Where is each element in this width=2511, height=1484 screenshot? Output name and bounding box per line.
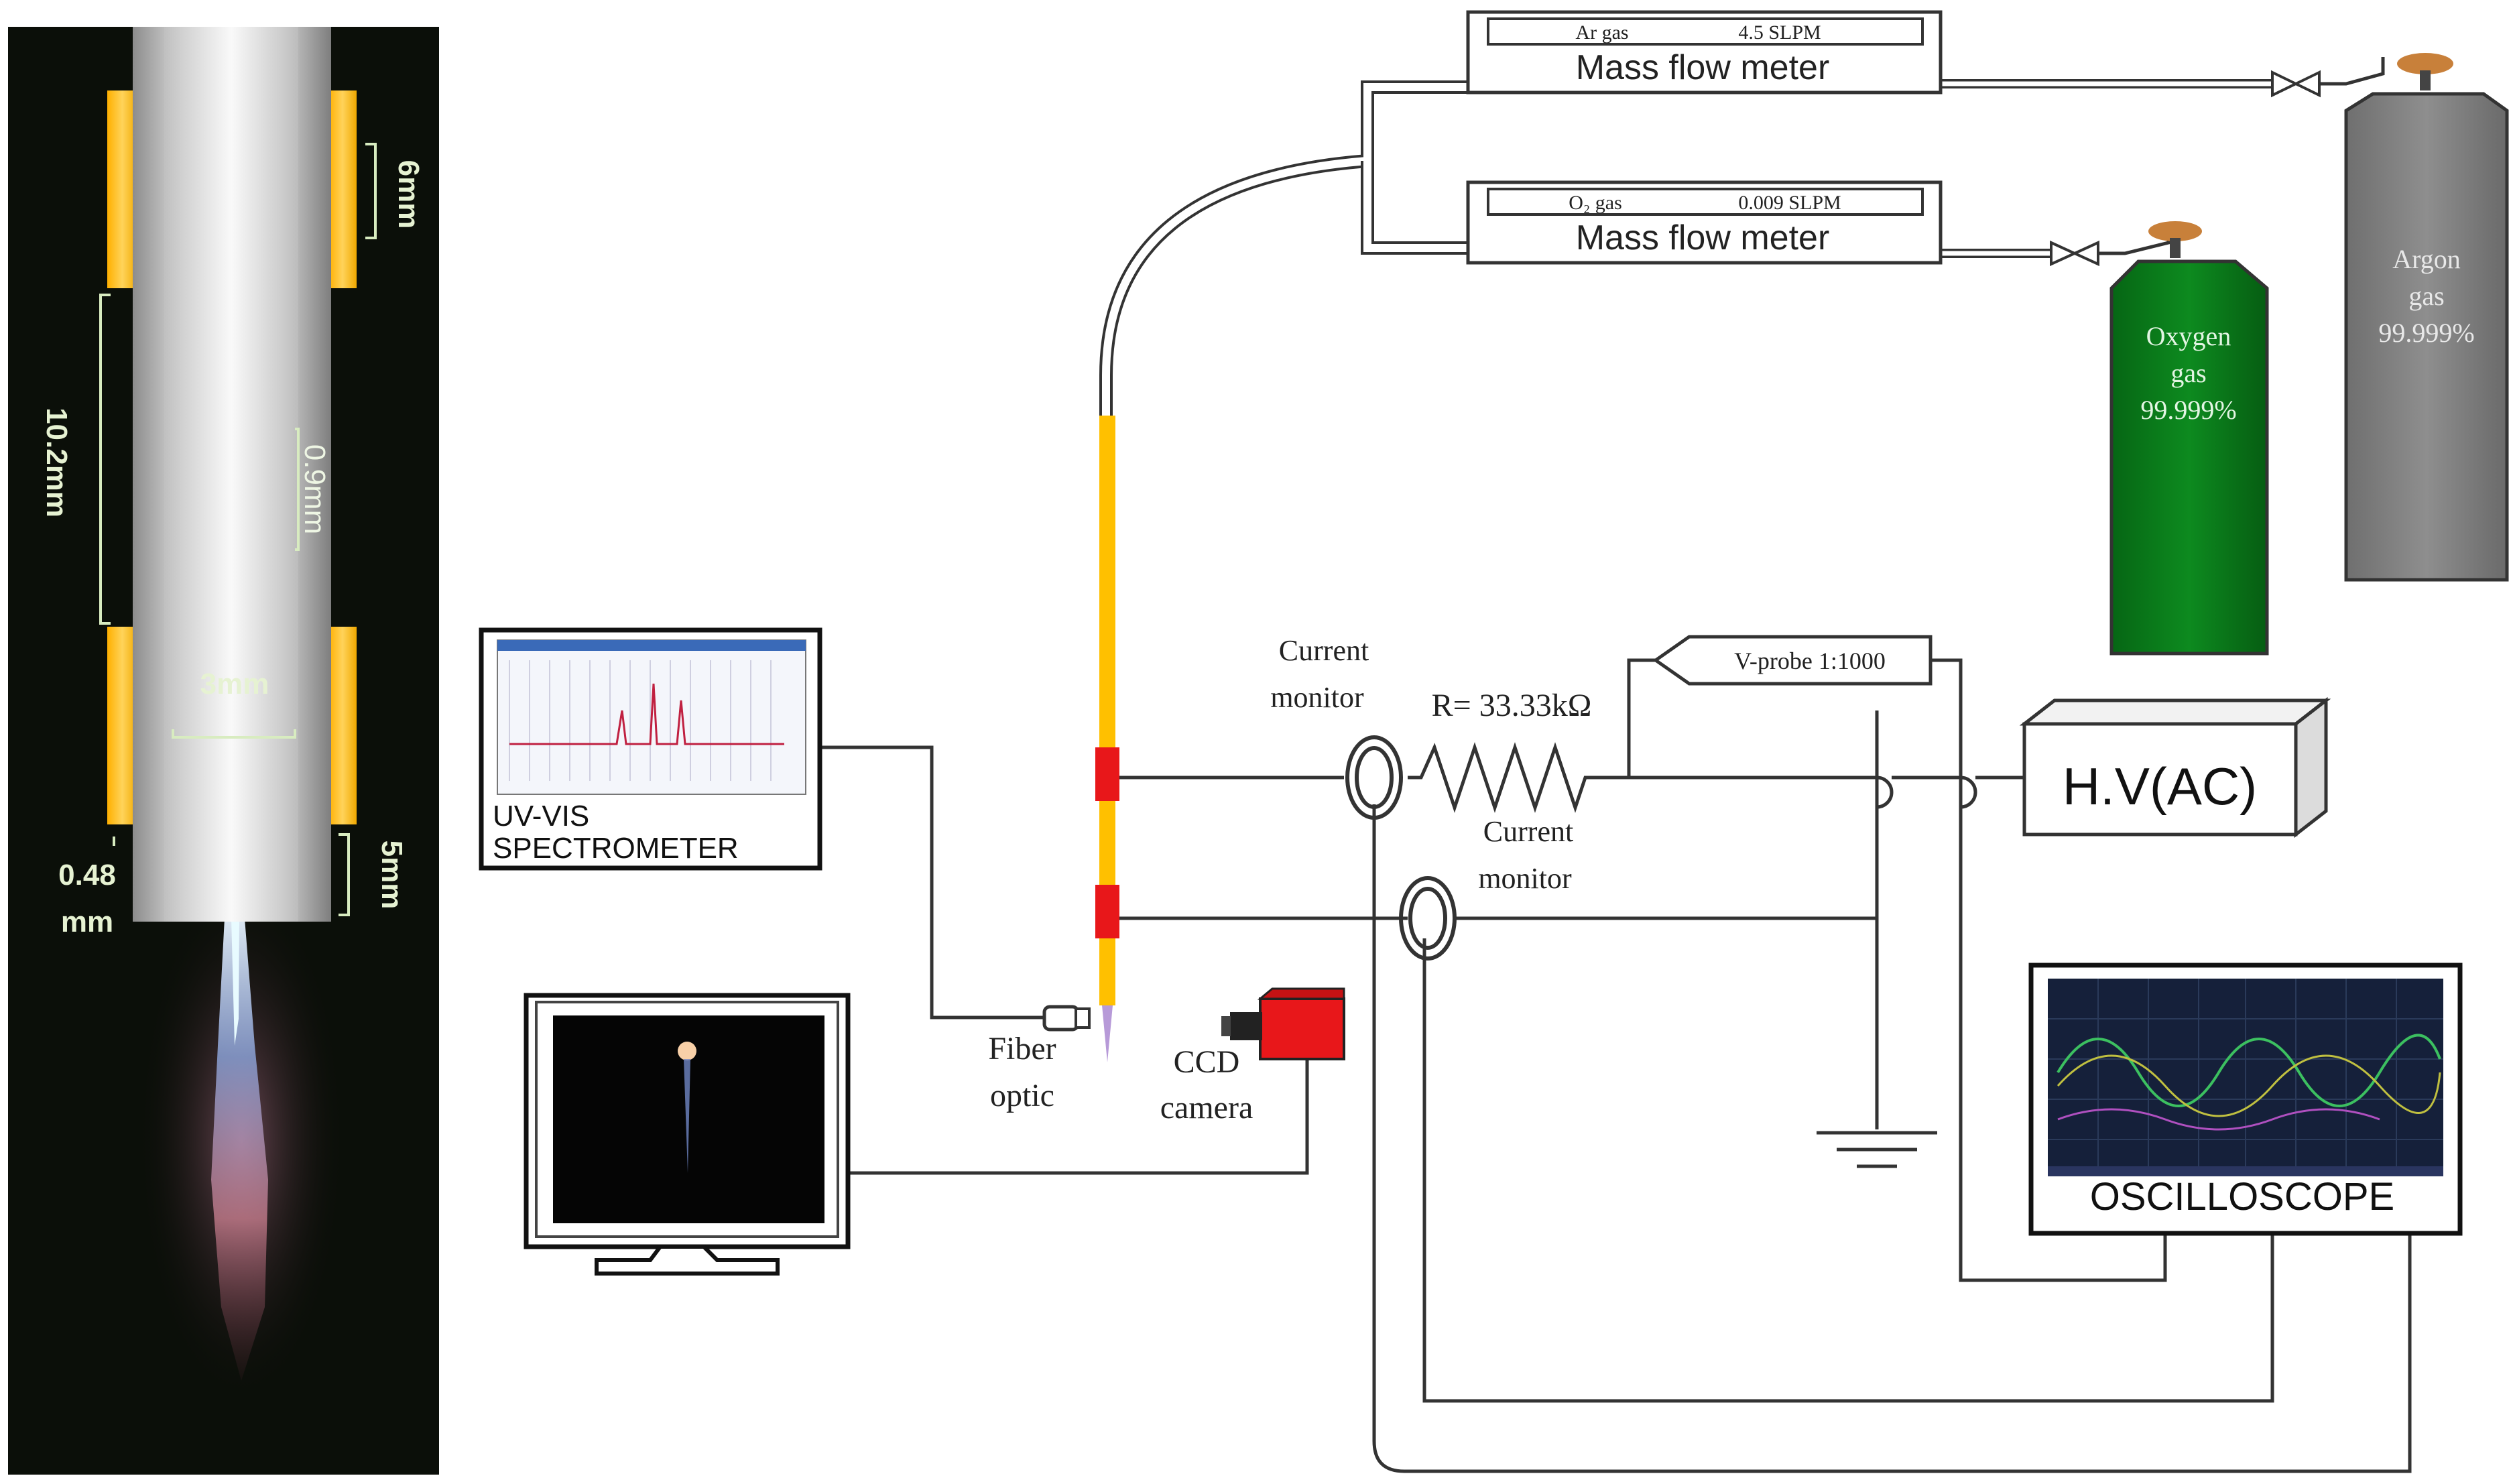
current-monitor-1-label-line1: Current <box>1279 634 1369 667</box>
flow-display-argon <box>1487 17 1924 46</box>
current-monitor-1-icon <box>1345 735 1403 820</box>
display-monitor <box>524 993 851 1276</box>
argon-gas-label: Ar gas <box>1575 21 1628 44</box>
argon-label-line3: 99.999% <box>2378 318 2474 348</box>
dim-3mm-label: 3mm <box>200 668 269 700</box>
argon-cap <box>2397 53 2453 74</box>
fiber-label-line1: Fiber <box>988 1031 1056 1066</box>
monitor-ccd-cable <box>848 1059 1309 1175</box>
argon-regulator-line <box>2313 57 2385 86</box>
current-monitor-2-label-line2: monitor <box>1478 862 1572 895</box>
gas-branch-inner <box>1363 161 1468 252</box>
argon-valve-icon <box>2271 70 2321 98</box>
mass-flow-meter-oxygen: O₂ gas 0.009 SLPM Mass flow meter <box>1466 180 1943 265</box>
oxygen-valve-icon <box>2050 240 2099 267</box>
fiber-label-line2: optic <box>990 1078 1054 1113</box>
plasma-core <box>231 918 239 1046</box>
jet-plume <box>1102 1005 1113 1062</box>
vprobe: V-probe 1:1000 <box>1652 635 1933 686</box>
electrode-bottom-left <box>107 627 137 824</box>
ground-icon <box>1817 1131 1937 1168</box>
cm1-signal-wire <box>1372 804 2412 1473</box>
ccd-label-line2: camera <box>1160 1090 1253 1125</box>
argon-label-line2: gas <box>2408 281 2444 311</box>
plasma-jet-tube <box>1095 416 1119 1062</box>
current-monitor-2-icon <box>1399 876 1457 961</box>
dim-6mm-label: 6mm <box>392 160 425 229</box>
scope-trace-green <box>2057 1034 2441 1107</box>
scope-trace-magenta <box>2057 1108 2380 1131</box>
oxygen-meter-title: Mass flow meter <box>1576 219 1830 257</box>
dim-10mm-label: 10.2mm <box>40 408 73 517</box>
spectrometer-label-line2: SPECTROMETER <box>493 832 739 865</box>
oscilloscope-label: OSCILLOSCOPE <box>2090 1175 2394 1219</box>
dim-wall-label: 0.9mm <box>298 444 331 534</box>
wire-crossover-2 <box>1960 776 1977 809</box>
tube-bore <box>164 27 298 922</box>
jet-electrode-top <box>1095 747 1119 801</box>
plasma-plume <box>211 918 268 1381</box>
oxygen-cap <box>2148 221 2202 241</box>
argon-label-line1: Argon <box>2392 244 2460 274</box>
argon-rate-label: 4.5 SLPM <box>1738 21 1821 44</box>
vprobe-wire-to-scope <box>1931 658 2167 1282</box>
dim-3mm-bracket <box>172 729 296 739</box>
monitor-stand <box>595 1245 780 1276</box>
jet-photo: 6mm 10.2mm 0.9mm 3mm 5mm 0.48 mm <box>8 27 439 1475</box>
dim-10mm-bracket <box>99 294 111 625</box>
electrode-top-left <box>107 90 137 288</box>
gas-hose-inner <box>1102 83 1468 416</box>
argon-cylinder: Argon gas 99.999% <box>2344 53 2509 582</box>
electrode-top-right <box>328 90 357 288</box>
current-monitor-1-label-line2: monitor <box>1270 681 1364 714</box>
hv-ac-source: H.V(AC) <box>2019 696 2331 839</box>
oxygen-cylinder: Oxygen gas 99.999% <box>2109 221 2269 656</box>
spectrometer-fiber-cable <box>821 745 1046 1019</box>
wiring <box>821 658 2412 1473</box>
mass-flow-meter-argon: Ar gas 4.5 SLPM Mass flow meter <box>1466 10 1943 95</box>
oxygen-label-line1: Oxygen <box>2146 321 2231 351</box>
gas-branch-outer <box>1361 161 1468 255</box>
oxygen-label-line3: 99.999% <box>2140 395 2236 425</box>
gas-supply <box>1099 57 2385 416</box>
oscilloscope: OSCILLOSCOPE <box>2028 963 2463 1236</box>
ccd-label-line1: CCD <box>1174 1044 1240 1080</box>
resistor-label: R= 33.33kΩ <box>1432 688 1592 723</box>
dim-048-label-line2: mm <box>61 906 113 938</box>
argon-meter-title: Mass flow meter <box>1576 48 1830 87</box>
cm2-signal-wire <box>1422 938 2274 1403</box>
jet-electrode-bottom <box>1095 885 1119 938</box>
dim-048-label-line1: 0.48 <box>58 859 116 891</box>
uv-vis-spectrometer: UV-VIS SPECTROMETER <box>479 627 822 871</box>
resistor-zigzag-icon <box>1408 742 1629 813</box>
oxygen-rate-label: 0.009 SLPM <box>1738 192 1841 214</box>
current-monitor-2-label-line1: Current <box>1483 815 1573 848</box>
dim-6mm-bracket <box>365 143 377 239</box>
vprobe-wire-left <box>1627 658 1656 778</box>
oxygen-gas-label: O₂ gas <box>1569 192 1622 214</box>
dim-5mm-label: 5mm <box>375 841 408 910</box>
dim-5mm-bracket <box>339 833 350 916</box>
wire-crossover-1 <box>1876 776 1894 809</box>
spectrum-trace <box>509 683 784 745</box>
scope-trace-yellow <box>2057 1054 2441 1117</box>
oxygen-label-line2: gas <box>2170 358 2206 388</box>
hv-label: H.V(AC) <box>2063 757 2257 816</box>
vprobe-label: V-probe 1:1000 <box>1734 647 1886 674</box>
monitor-plasma-image <box>678 1042 696 1060</box>
flow-display-oxygen <box>1487 188 1924 216</box>
ccd-camera-icon <box>1221 987 1345 1060</box>
electrode-bottom-right <box>328 627 357 824</box>
spectrometer-label-line1: UV-VIS <box>493 800 589 832</box>
scope-grid <box>2048 979 2443 1176</box>
fiber-optic-connector-icon <box>1042 1005 1091 1032</box>
dim-wall-bracket <box>295 428 300 551</box>
